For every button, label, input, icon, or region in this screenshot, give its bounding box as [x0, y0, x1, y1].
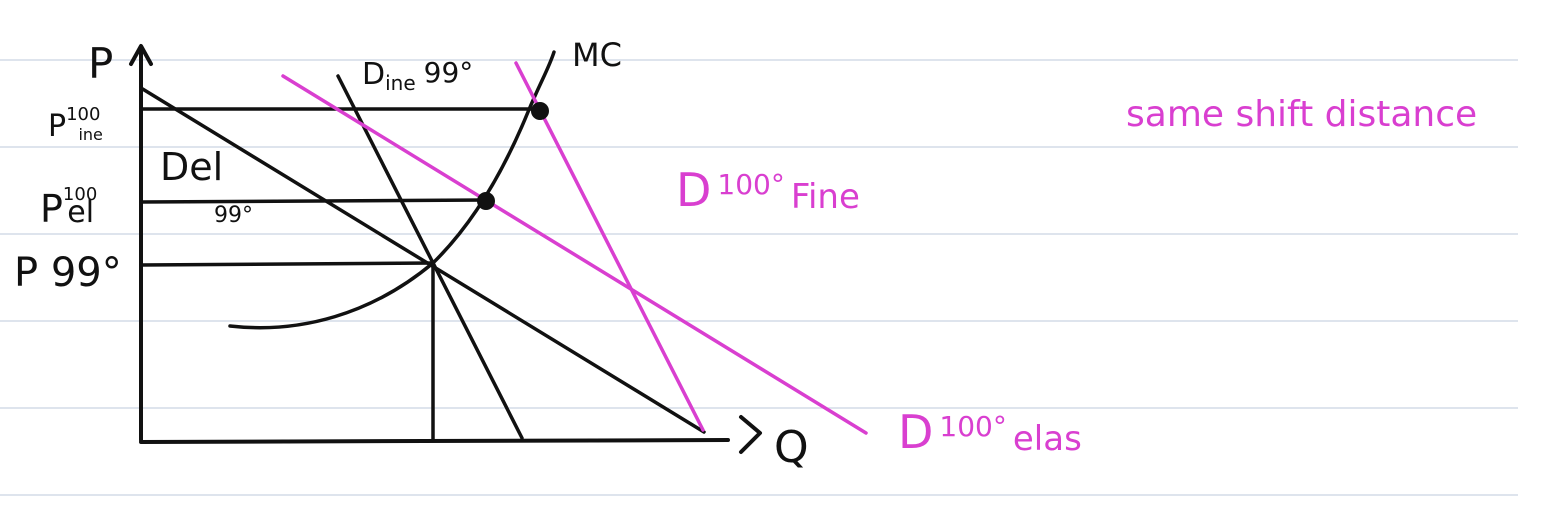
demand-inelastic-100-curve [514, 61, 705, 432]
equilibrium-ine-100-dot [531, 102, 549, 120]
same-shift-distance-note: same shift distance [1126, 94, 1477, 135]
price-line-99 [139, 261, 435, 267]
marginal-cost-curve [228, 50, 556, 330]
demand-elastic-99-label: Del [160, 145, 223, 189]
x-axis [139, 438, 730, 444]
equilibrium-points [477, 102, 549, 210]
price-line-el-100 [139, 198, 488, 204]
notebook-rules [0, 59, 1518, 496]
equilibrium-el-100-dot [477, 192, 495, 210]
mc-label: MC [572, 36, 622, 74]
price-99-label: P 99° [14, 250, 122, 296]
axis-y-label: P [88, 39, 113, 88]
axis-x-label: Q [774, 422, 809, 473]
demand-elastic-100-curve [281, 74, 868, 435]
axes [129, 44, 762, 454]
x-axis-arrowhead [739, 415, 762, 454]
elastic-99-label: 99° [214, 203, 253, 228]
pink-curves [281, 61, 868, 435]
demand-inelastic-99-curve [336, 74, 524, 440]
y-axis-arrowhead [129, 44, 153, 66]
black-curves [139, 50, 706, 442]
demand-elastic-99-curve [139, 86, 706, 434]
